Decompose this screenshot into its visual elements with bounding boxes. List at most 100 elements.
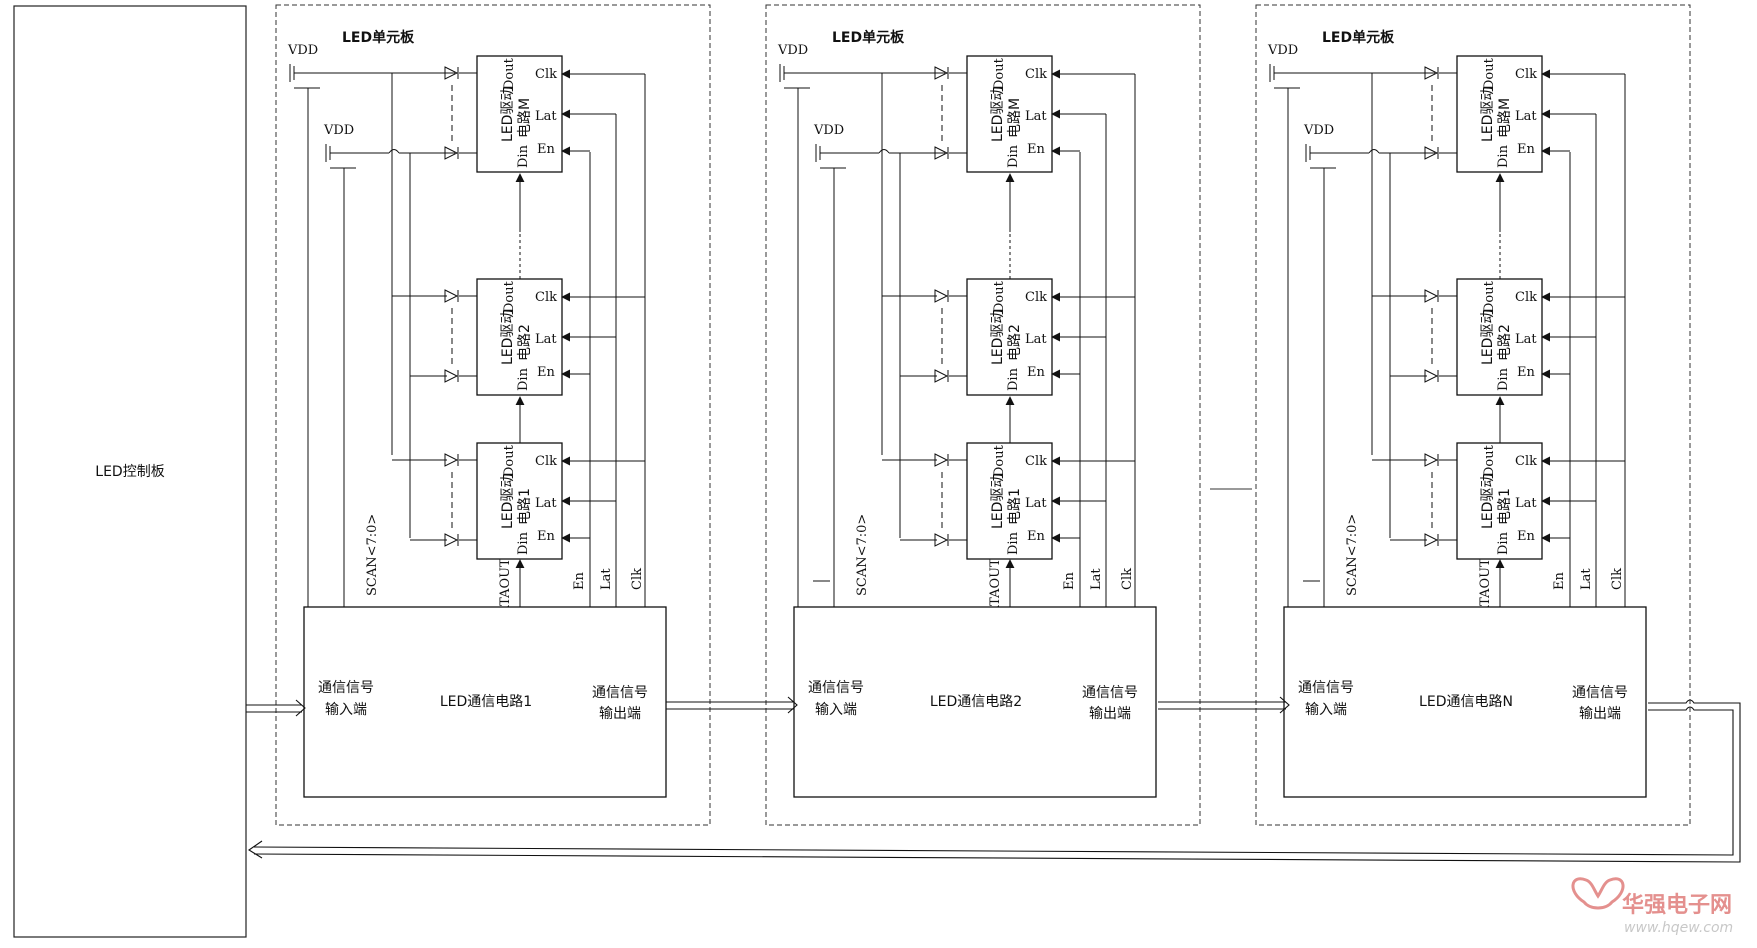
- diode-icon: [934, 369, 949, 383]
- vdd-transistor-1: VDD: [287, 43, 320, 607]
- pin-dout: Dout: [502, 57, 517, 90]
- pin-lat: Lat: [1515, 496, 1537, 511]
- pin-en: En: [537, 529, 555, 544]
- pin-lat: Lat: [1025, 332, 1047, 347]
- driver-chip-suffix: 电路2: [1497, 324, 1513, 361]
- pin-lat: Lat: [1515, 109, 1537, 124]
- bus-clk-label: Clk: [1120, 568, 1135, 590]
- comm-circuit-box: [1283, 606, 1647, 798]
- driver-chip-name: LED驱动: [990, 310, 1006, 365]
- diode-icon: [444, 146, 459, 160]
- comm-output-label-1: 通信信号: [1082, 685, 1138, 701]
- diode-icon: [444, 533, 459, 547]
- hqew-logo-icon: [1571, 877, 1625, 910]
- driver-chip-box: [966, 55, 1053, 173]
- pin-din: Din: [1006, 367, 1021, 391]
- vdd-label: VDD: [813, 123, 844, 138]
- comm-input-label-1: 通信信号: [318, 680, 374, 696]
- unit-board-title: LED单元板: [832, 29, 905, 46]
- driver-chip-name: LED驱动: [500, 310, 516, 365]
- feedback-loop: [247, 699, 1741, 863]
- driver-chip-box: [966, 278, 1053, 396]
- diode-icon: [934, 66, 949, 80]
- control-board-label: LED控制板: [95, 464, 164, 480]
- driver-chip-box: [966, 442, 1053, 560]
- vdd-label: VDD: [1303, 123, 1334, 138]
- pin-clk: Clk: [1025, 454, 1047, 469]
- pin-lat: Lat: [535, 332, 557, 347]
- unit-board-outline: [275, 4, 711, 826]
- vdd-transistor-2: VDD: [813, 123, 846, 607]
- pin-dout: Dout: [992, 57, 1007, 90]
- watermark: 华强电子网 www.hqew.com: [1571, 877, 1733, 936]
- bus-scan-label: SCAN<7:0>: [1345, 514, 1360, 596]
- vdd-label: VDD: [287, 43, 318, 58]
- diode-icon: [444, 66, 459, 80]
- pin-din: Din: [516, 367, 531, 391]
- pin-clk: Clk: [1515, 454, 1537, 469]
- unit-board-title: LED单元板: [342, 29, 415, 46]
- comm-input-label-2: 输入端: [815, 702, 857, 718]
- diode-icon: [444, 453, 459, 467]
- watermark-brand: 华强电子网: [1622, 892, 1732, 918]
- driver-chip-suffix: 电路1: [517, 488, 533, 525]
- driver-chip-name: LED驱动: [990, 87, 1006, 142]
- driver-chip-name: LED驱动: [1480, 87, 1496, 142]
- driver-chip-name: LED驱动: [990, 474, 1006, 529]
- watermark-url: www.hqew.com: [1624, 920, 1733, 936]
- driver-chip-2: LED驱动电路2DoutDinClkLatEn: [392, 278, 645, 396]
- driver-chip-1: LED驱动电路1DoutDinClkLatEn: [1372, 442, 1625, 560]
- comm-input-label-1: 通信信号: [1298, 680, 1354, 696]
- pin-lat: Lat: [1515, 332, 1537, 347]
- driver-chip-1: LED驱动电路1DoutDinClkLatEn: [392, 442, 645, 560]
- comm-input-label-2: 输入端: [325, 702, 367, 718]
- led-control-board: LED控制板: [13, 5, 247, 938]
- pin-din: Din: [1496, 367, 1511, 391]
- pin-en: En: [1517, 365, 1535, 380]
- pin-lat: Lat: [535, 109, 557, 124]
- driver-chip-suffix: 电路2: [517, 324, 533, 361]
- driver-chip-suffix: 电路M: [1497, 98, 1513, 138]
- vdd-label: VDD: [777, 43, 808, 58]
- comm-circuit-title: LED通信电路1: [440, 694, 532, 710]
- driver-chip-suffix: 电路2: [1007, 324, 1023, 361]
- driver-chip-2: LED驱动电路2DoutDinClkLatEn: [882, 278, 1135, 396]
- diode-icon: [1424, 146, 1439, 160]
- driver-chip-box: [1456, 442, 1543, 560]
- diode-icon: [934, 453, 949, 467]
- driver-chip-box: [1456, 55, 1543, 173]
- pin-en: En: [1027, 529, 1045, 544]
- diode-icon: [1424, 289, 1439, 303]
- comm-circuit-box: [303, 606, 667, 798]
- unit-board-title: LED单元板: [1322, 29, 1395, 46]
- comm-output-label-1: 通信信号: [1572, 685, 1628, 701]
- pin-din: Din: [516, 144, 531, 168]
- pin-clk: Clk: [535, 67, 557, 82]
- driver-chip-name: LED驱动: [1480, 474, 1496, 529]
- bus-en-label: En: [1552, 572, 1567, 590]
- pin-din: Din: [1006, 531, 1021, 555]
- pin-en: En: [537, 142, 555, 157]
- bus-clk-label: Clk: [630, 568, 645, 590]
- pin-en: En: [1027, 365, 1045, 380]
- pin-en: En: [1027, 142, 1045, 157]
- diode-icon: [444, 369, 459, 383]
- pin-en: En: [1517, 529, 1535, 544]
- pin-dout: Dout: [502, 444, 517, 477]
- bus-scan-label: SCAN<7:0>: [855, 514, 870, 596]
- driver-chip-suffix: 电路M: [517, 98, 533, 138]
- driver-chip-suffix: 电路1: [1497, 488, 1513, 525]
- driver-chip-suffix: 电路1: [1007, 488, 1023, 525]
- diode-icon: [1424, 66, 1439, 80]
- pin-lat: Lat: [535, 496, 557, 511]
- driver-chip-box: [476, 442, 563, 560]
- pin-dout: Dout: [1482, 444, 1497, 477]
- bus-lat-label: Lat: [1579, 568, 1594, 590]
- driver-chip-m: LED驱动电路MDoutDinClkLatEn: [1424, 55, 1625, 173]
- comm-output-label-2: 输出端: [1579, 706, 1621, 722]
- comm-link-unit2-to-unitN: [1158, 696, 1290, 714]
